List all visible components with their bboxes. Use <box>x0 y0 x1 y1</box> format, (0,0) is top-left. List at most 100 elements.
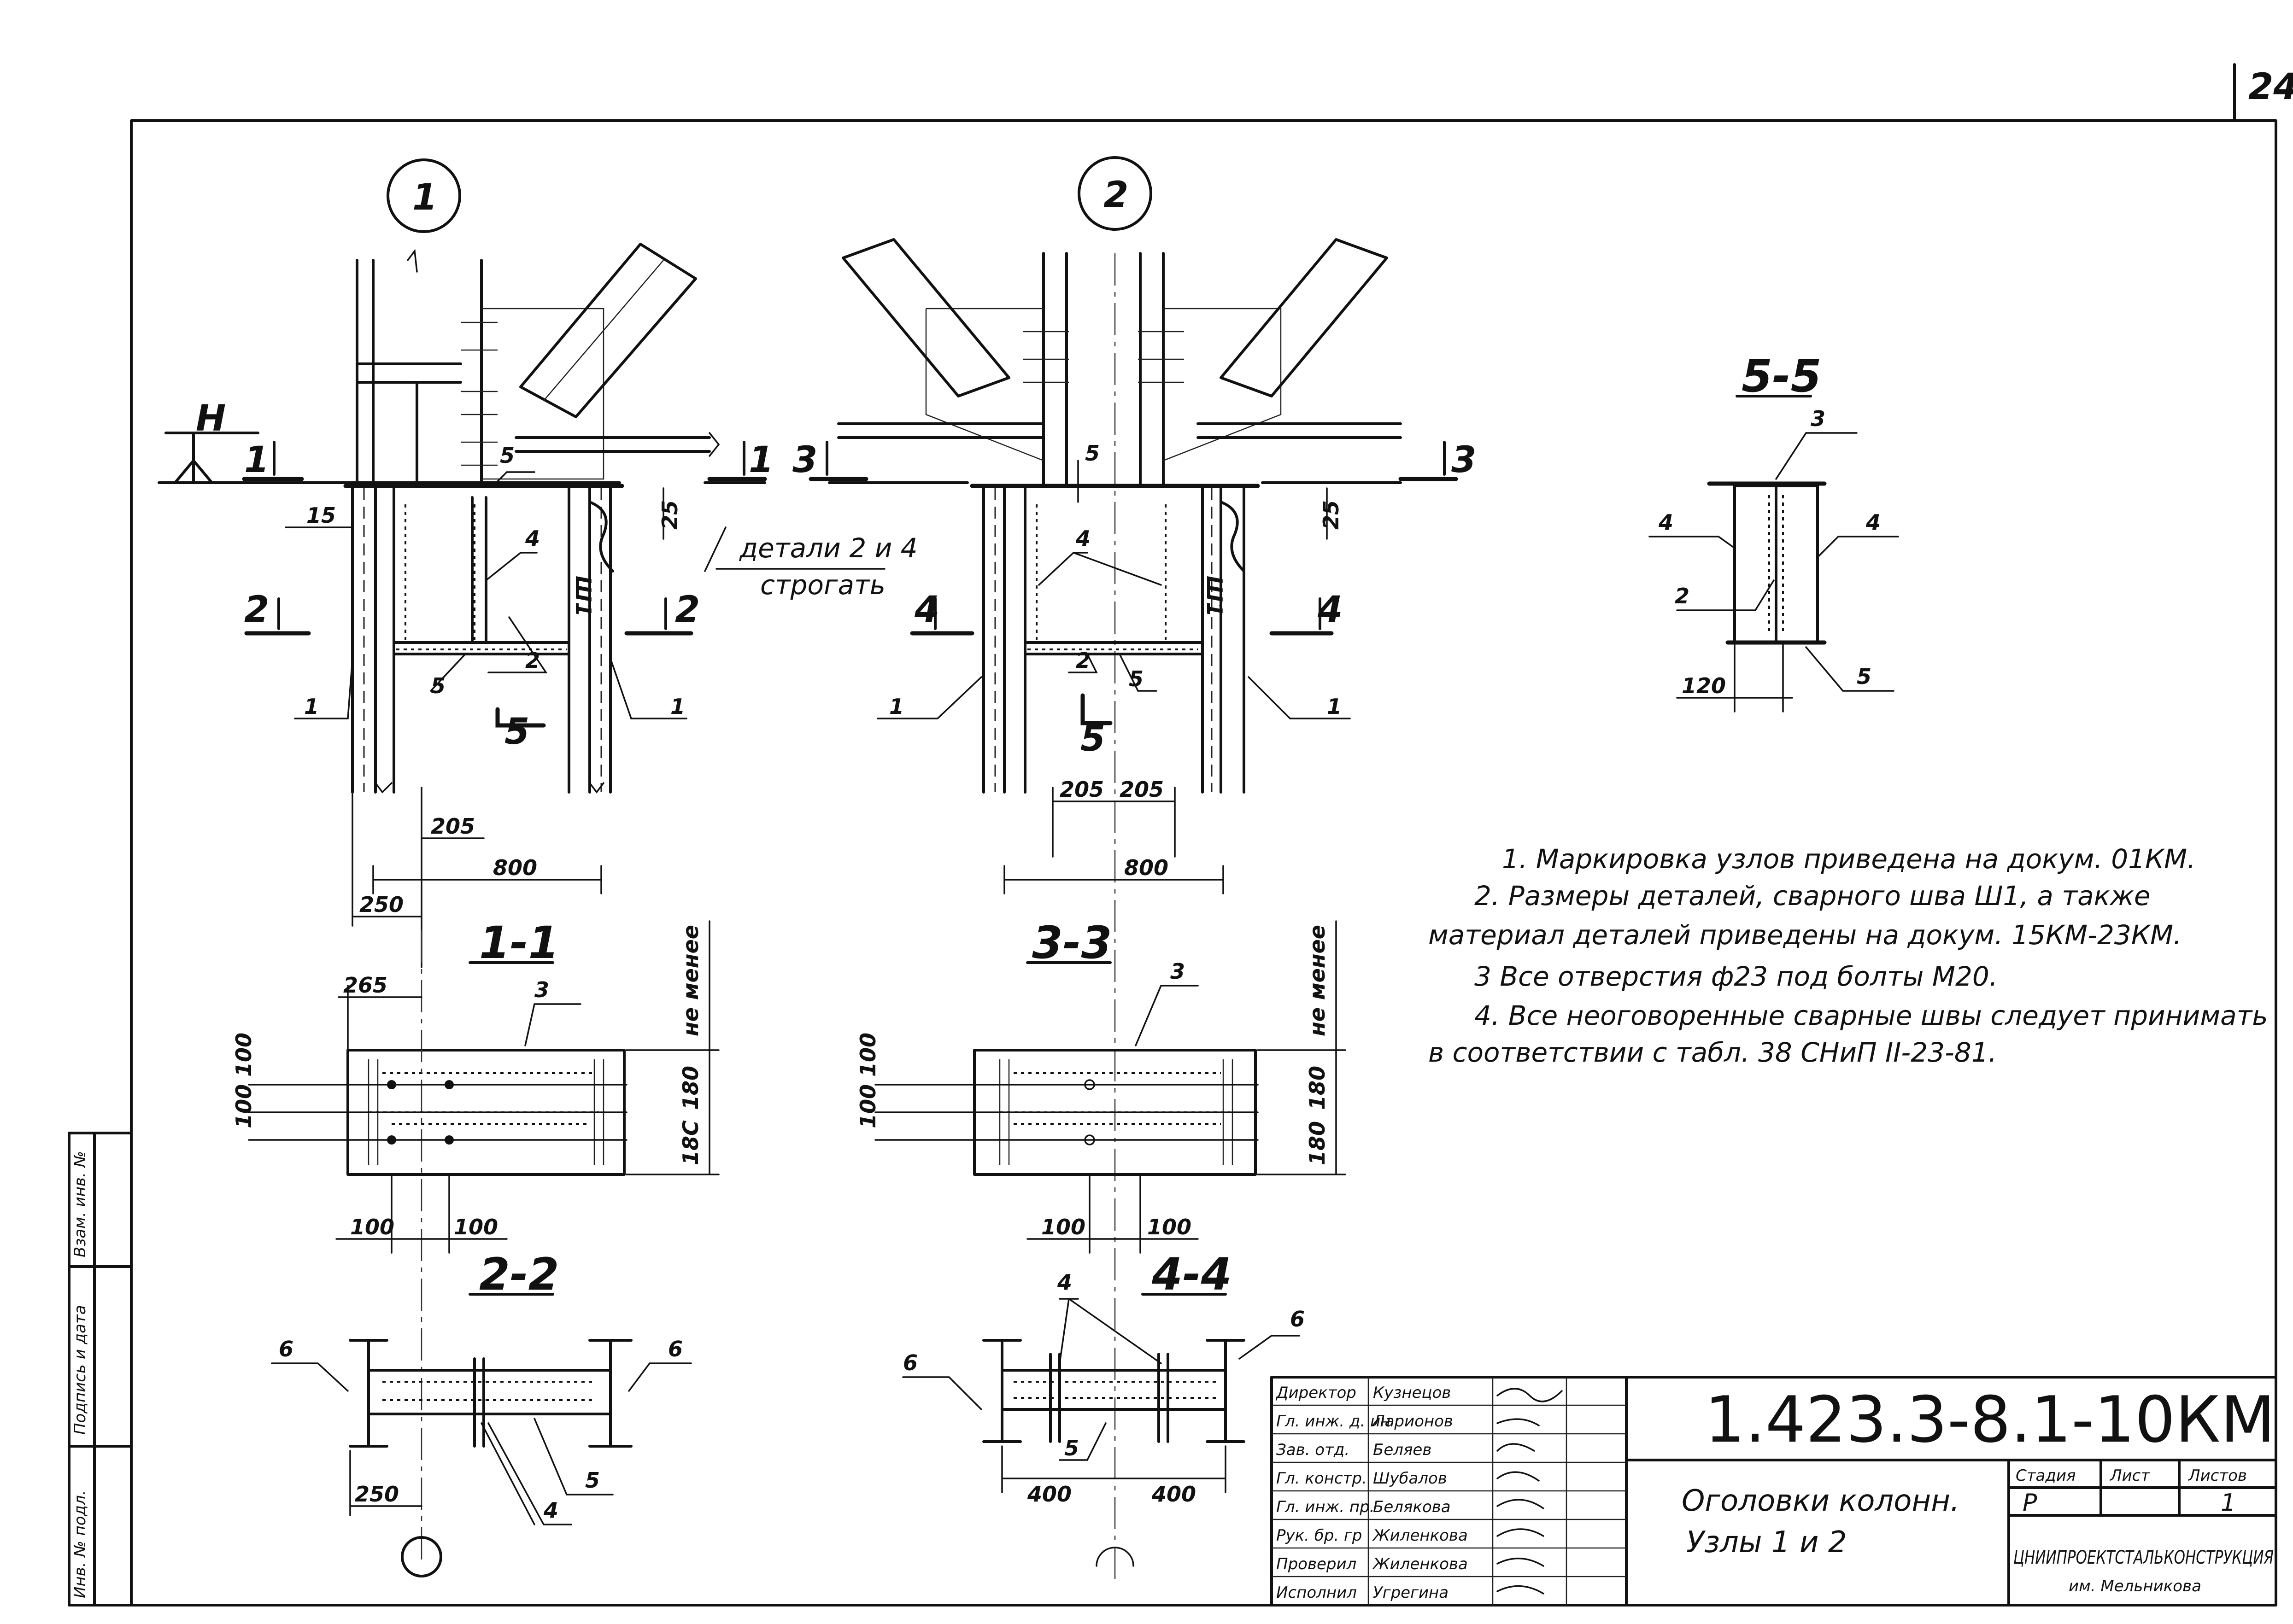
label-6-s22-left: 6 <box>279 1337 293 1361</box>
dim-100-mid-left: 100 <box>1041 1215 1085 1239</box>
node-1-circle <box>387 158 461 233</box>
label-5-s22: 5 <box>585 1468 600 1493</box>
label-1-left-n2: 1 <box>889 694 904 719</box>
weld-sh1-label: Ш1 <box>571 576 596 617</box>
label-5-s44: 5 <box>1064 1436 1079 1460</box>
dim-100-mid-right: 100 <box>1147 1215 1191 1239</box>
tb-name-1: Ларионов <box>1372 1412 1453 1431</box>
tb-role-0: Директор <box>1275 1384 1356 1402</box>
label-5-mid-n2: 5 <box>1129 666 1144 691</box>
org-subtitle: им. Мельникова <box>2069 1577 2201 1595</box>
node-1-number: 1 <box>412 177 437 218</box>
tb-name-7: Угрегина <box>1373 1583 1449 1602</box>
left-stamp-strip: Инв. № подл. Подпись и дата Взам. инв. № <box>68 1132 133 1606</box>
tb-name-6: Жиленкова <box>1372 1555 1468 1573</box>
tb-role-1: Гл. инж. д. ин <box>1276 1412 1390 1431</box>
doc-code: 1.423.3-8.1-10КМ <box>1705 1383 2275 1457</box>
section-5-5: 5-5 3 4 4 2 5 120 <box>1648 351 1899 713</box>
title-block: Директор Кузнецов Гл. инж. д. ин Ларионо… <box>1270 1376 2277 1606</box>
dim-120: 120 <box>1682 673 1726 698</box>
weld-sh1-label-n2: Ш1 <box>1202 576 1227 617</box>
label-6-s44-left: 6 <box>903 1350 918 1375</box>
dim-250-s22: 250 <box>355 1482 399 1507</box>
dim-265: 265 <box>343 973 387 998</box>
cut-1-left-number: 1 <box>244 439 269 481</box>
note-4-cont: в соответствии с табл. 38 СНиП II-23-81. <box>1428 1037 1997 1068</box>
label-4-s44: 4 <box>1057 1270 1072 1295</box>
dim-800-n2: 800 <box>1124 855 1168 880</box>
dim-15: 15 <box>306 503 336 528</box>
tb-role-7: Исполнил <box>1276 1583 1357 1602</box>
tb-name-5: Жиленкова <box>1372 1526 1468 1545</box>
org-name: ЦНИИПРОЕКТСТАЛЬКОНСТРУКЦИЯ <box>2013 1547 2274 1568</box>
label-5-s55: 5 <box>1857 664 1871 689</box>
section-1-1: 1-1 100 100 180 18С не менее 265 3 100 1… <box>231 917 720 1566</box>
replace-inv-label: Взам. инв. № <box>71 1151 89 1257</box>
dim-800: 800 <box>493 855 537 880</box>
dim-25: 25 <box>657 500 682 530</box>
not-less-label: не менее <box>678 925 703 1036</box>
label-2-s55: 2 <box>1675 584 1689 608</box>
dim-180-bottom-s33: 180 <box>1305 1121 1330 1165</box>
general-notes: 1. Маркировка узлов приведена на докум. … <box>1428 843 2268 1068</box>
tb-role-4: Гл. инж. пр. <box>1276 1498 1374 1516</box>
cut-2-left-number: 2 <box>244 589 269 631</box>
tb-role-3: Гл. констр. <box>1276 1469 1367 1488</box>
dim-100x2-left: 100 100 <box>231 1033 256 1128</box>
section-1-1-title: 1-1 <box>479 917 559 969</box>
callout-line2: строгать <box>760 569 886 601</box>
cut-2-right-number: 2 <box>675 589 700 631</box>
section-3-3: 3-3 100 100 180 180 не менее 3 100 100 <box>856 917 1346 1254</box>
tb-name-2: Беляев <box>1373 1441 1431 1459</box>
dim-250: 250 <box>359 892 404 917</box>
title-line2: Узлы 1 и 2 <box>1686 1525 1847 1560</box>
label-1-left: 1 <box>304 694 319 719</box>
not-less-label-s33: не менее <box>1305 925 1330 1036</box>
stage-value: Р <box>2023 1489 2037 1517</box>
h-level-label: H <box>196 398 226 439</box>
callout-line1: детали 2 и 4 <box>739 532 918 564</box>
cut-4-left-number: 4 <box>914 589 939 631</box>
dim-100-right: 100 <box>454 1215 498 1239</box>
label-1-right: 1 <box>670 694 685 719</box>
label-5-top: 5 <box>500 443 515 468</box>
dim-205: 205 <box>431 814 475 839</box>
page-number: 24 <box>2248 66 2293 108</box>
dim-100-left: 100 <box>350 1215 394 1239</box>
tb-role-6: Проверил <box>1276 1555 1356 1573</box>
section-4-4: 4-4 6 6 4 5 400 400 <box>902 1249 1305 1567</box>
sheet-frame: 24 <box>130 63 2293 1606</box>
section-5-5-title: 5-5 <box>1742 351 1821 402</box>
label-6-s22-right: 6 <box>668 1337 683 1361</box>
dim-180-top: 180 <box>678 1066 703 1110</box>
cut-5-number-n2: 5 <box>1080 718 1105 759</box>
dim-400-right: 400 <box>1151 1482 1196 1507</box>
sheet-label: Лист <box>2109 1466 2150 1485</box>
label-3-s55: 3 <box>1811 406 1825 431</box>
note-2-cont: материал деталей приведены на докум. 15К… <box>1428 919 2182 951</box>
note-2: 2. Размеры деталей, сварного шва Ш1, а т… <box>1474 880 2151 911</box>
dim-400-left: 400 <box>1027 1482 1072 1507</box>
label-4-s22: 4 <box>543 1498 558 1523</box>
dim-25-n2: 25 <box>1319 500 1343 530</box>
cut-5-number: 5 <box>504 711 529 753</box>
note-1: 1. Маркировка узлов приведена на докум. … <box>1502 843 2196 875</box>
tb-role-5: Рук. бр. гр <box>1276 1526 1362 1545</box>
stage-label: Стадия <box>2016 1466 2076 1485</box>
dim-205-n2-left: 205 <box>1060 777 1104 802</box>
node-2-elevation: 2 3 3 5 25 Ш1 4 4 4 1 1 <box>792 156 1476 1584</box>
sheets-value: 1 <box>2221 1489 2236 1517</box>
label-4-n2: 4 <box>1075 526 1091 551</box>
node-1-elevation: 1 H 1 1 5 <box>158 158 918 968</box>
cut-3-right-number: 3 <box>1451 439 1476 481</box>
tb-role-2: Зав. отд. <box>1276 1441 1349 1459</box>
dim-180-top-s33: 180 <box>1305 1066 1330 1110</box>
dim-100x2-mid: 100 100 <box>856 1033 880 1128</box>
tb-name-4: Белякова <box>1373 1498 1451 1516</box>
cut-4-right-number: 4 <box>1317 589 1343 631</box>
sheets-label: Листов <box>2187 1466 2247 1485</box>
label-4-s55-left: 4 <box>1658 510 1673 535</box>
label-4-s55-right: 4 <box>1865 510 1881 535</box>
